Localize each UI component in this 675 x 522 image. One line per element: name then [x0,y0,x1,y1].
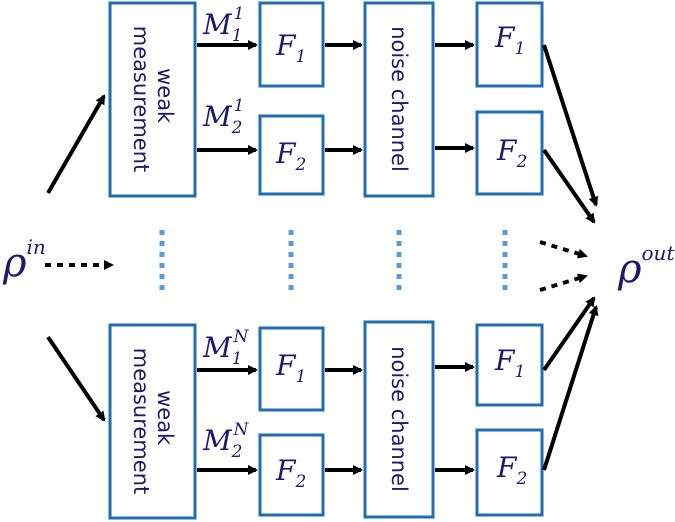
output-state-label: ρout [617,241,675,292]
arrow-dotted-to-output-upper [539,240,588,259]
noise-channel-label-bottom: noise channel [387,346,411,492]
out-filter-box-f2-top [475,110,544,196]
arrow-input-to-top-branch [46,94,106,194]
branch-top: weak measurement noise channel M11 M21 F… [108,1,544,198]
out-filter-label-f2-bottom: F2 [496,451,527,489]
arrow-top-f1-to-output [542,44,599,207]
out-filter-label-f2-top: F2 [496,134,527,172]
out-filter-label-f1-top: F1 [494,21,525,59]
out-filter-box-f1-bottom [475,323,544,407]
weak-measurement-label-top: weak measurement [129,26,177,173]
arrow-bottom-f1-to-output [542,296,596,372]
filter-label-f1-top: F1 [275,29,306,67]
out-filter-label-f1-bottom: F1 [494,344,525,382]
filter-box-f2-top [258,114,325,196]
arrow-bottom-f2-to-output [542,305,599,471]
input-state-label: ρin [2,235,46,286]
noise-channel-label-top: noise channel [387,26,411,172]
operator-label-m1-bottom: M1N [202,327,250,369]
arrow-dotted-to-output-lower [539,273,588,292]
weak-measurement-label-bottom: weak measurement [129,348,177,495]
operator-label-m2-bottom: M2N [202,420,250,462]
operator-label-m2-top: M21 [202,96,244,138]
filter-label-f2-top: F2 [275,137,306,175]
noise-channel-box-top [363,1,435,198]
out-filter-box-f1-top [475,1,544,88]
weak-measurement-box-top [108,1,197,198]
operator-label-m1-top: M11 [202,4,244,46]
filter-box-f1-bottom [258,326,325,412]
filter-label-f2-bottom: F2 [275,454,306,492]
filter-label-f1-bottom: F1 [275,349,306,387]
branch-bottom: weak measurement noise channel M1N M2N F… [108,320,544,520]
filter-box-f2-bottom [258,433,325,517]
filter-box-f1-top [258,1,325,88]
noise-channel-box-bottom [363,320,435,519]
arrow-top-f2-to-output [542,148,596,224]
out-filter-box-f2-bottom [475,428,544,517]
weak-measurement-box-bottom [108,323,197,520]
arrow-input-to-bottom-branch [46,335,106,422]
